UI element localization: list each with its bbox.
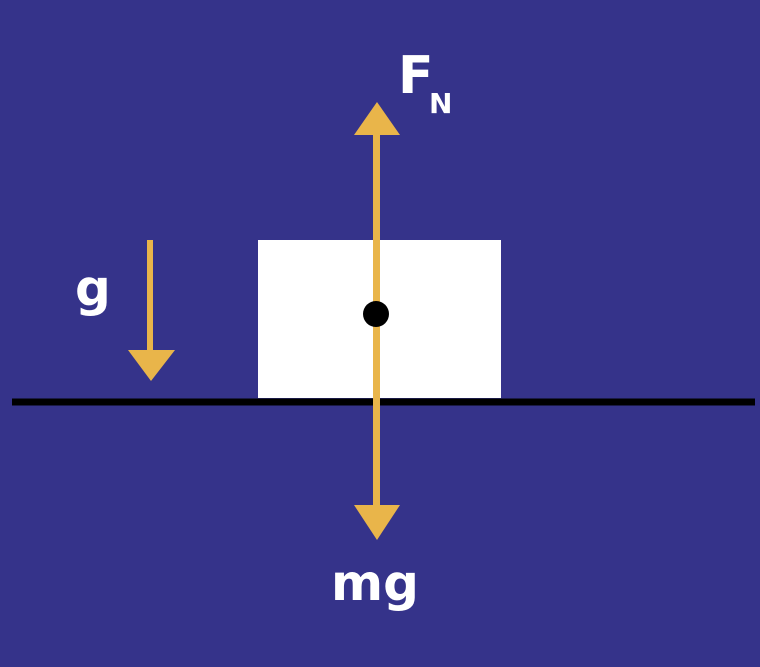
center-of-mass-dot [363,301,389,327]
normal-force-subscript: N [429,87,452,120]
gravity-arrow [128,240,175,381]
normal-force-arrow [354,102,400,320]
normal-force-label: F [398,46,434,106]
weight-label: mg [331,554,419,612]
gravity-label: g [75,259,111,317]
weight-arrow [354,314,400,540]
